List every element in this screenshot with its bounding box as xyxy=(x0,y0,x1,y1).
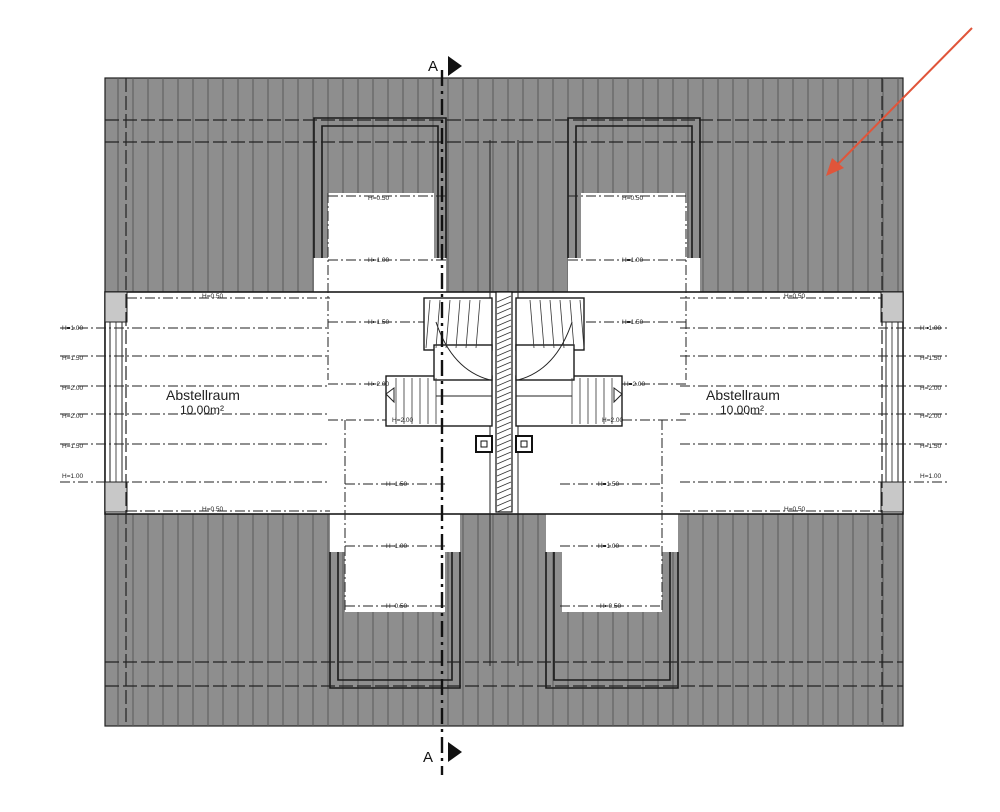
dormer-walls xyxy=(104,117,904,689)
height-label: H=1.00 xyxy=(622,257,644,264)
section-label-top: A xyxy=(428,58,438,75)
height-label: H=1.50 xyxy=(598,481,620,488)
section-line-a: A A xyxy=(423,56,462,775)
section-arrow-icon xyxy=(448,56,462,76)
height-label: H=1.50 xyxy=(62,355,84,362)
annotation-arrow-icon xyxy=(826,27,973,176)
height-label: H=0.50 xyxy=(600,603,622,610)
roof-dashed-lines xyxy=(105,78,903,726)
height-label: H=0.50 xyxy=(386,603,408,610)
gable-window-right xyxy=(880,291,904,513)
height-label: H=0.50 xyxy=(202,506,224,513)
height-label: H=1.00 xyxy=(62,473,84,480)
height-label: H=2.00 xyxy=(602,417,624,424)
height-label: H=2.00 xyxy=(920,385,942,392)
height-label: H=1.50 xyxy=(368,319,390,326)
height-label: H=1.00 xyxy=(920,473,942,480)
room-area-left: 10.00m² xyxy=(180,403,224,417)
height-label: H=0.50 xyxy=(622,195,644,202)
roof-tile-ribs xyxy=(117,78,899,726)
height-contour-lines xyxy=(60,193,948,612)
height-label: H=0.50 xyxy=(202,293,224,300)
section-label-bottom: A xyxy=(423,749,433,766)
height-label: H=2.00 xyxy=(392,417,414,424)
height-label: H=2.00 xyxy=(62,385,84,392)
height-label: H=1.50 xyxy=(62,443,84,450)
height-label: H=1.00 xyxy=(920,325,942,332)
height-label: H=1.00 xyxy=(62,325,84,332)
height-label: H=2.00 xyxy=(62,413,84,420)
section-arrow-icon xyxy=(448,742,462,762)
height-label: H=1.50 xyxy=(920,355,942,362)
gable-window-left xyxy=(104,291,128,513)
height-label: H=2.00 xyxy=(368,381,390,388)
height-label: H=1.00 xyxy=(386,543,408,550)
height-label: H=1.50 xyxy=(386,481,408,488)
room-area-right: 10.00m² xyxy=(720,403,764,417)
height-label: H=0.50 xyxy=(368,195,390,202)
height-label: H=0.50 xyxy=(784,293,806,300)
height-label: H=1.50 xyxy=(622,319,644,326)
height-label: H=2.00 xyxy=(624,381,646,388)
chimney-left xyxy=(475,435,493,453)
height-label: H=1.50 xyxy=(920,443,942,450)
height-label: H=1.00 xyxy=(368,257,390,264)
height-label: H=2.00 xyxy=(920,413,942,420)
room-name-left: Abstellraum xyxy=(166,387,240,403)
room-name-right: Abstellraum xyxy=(706,387,780,403)
staircase-left xyxy=(385,297,493,427)
chimney-right xyxy=(515,435,533,453)
height-label: H=1.00 xyxy=(598,543,620,550)
staircase-right xyxy=(515,297,623,427)
height-labels: H=1.00 H=1.50 H=2.00 H=2.00 H=1.50 H=1.0… xyxy=(62,195,942,610)
height-label: H=0.50 xyxy=(784,506,806,513)
